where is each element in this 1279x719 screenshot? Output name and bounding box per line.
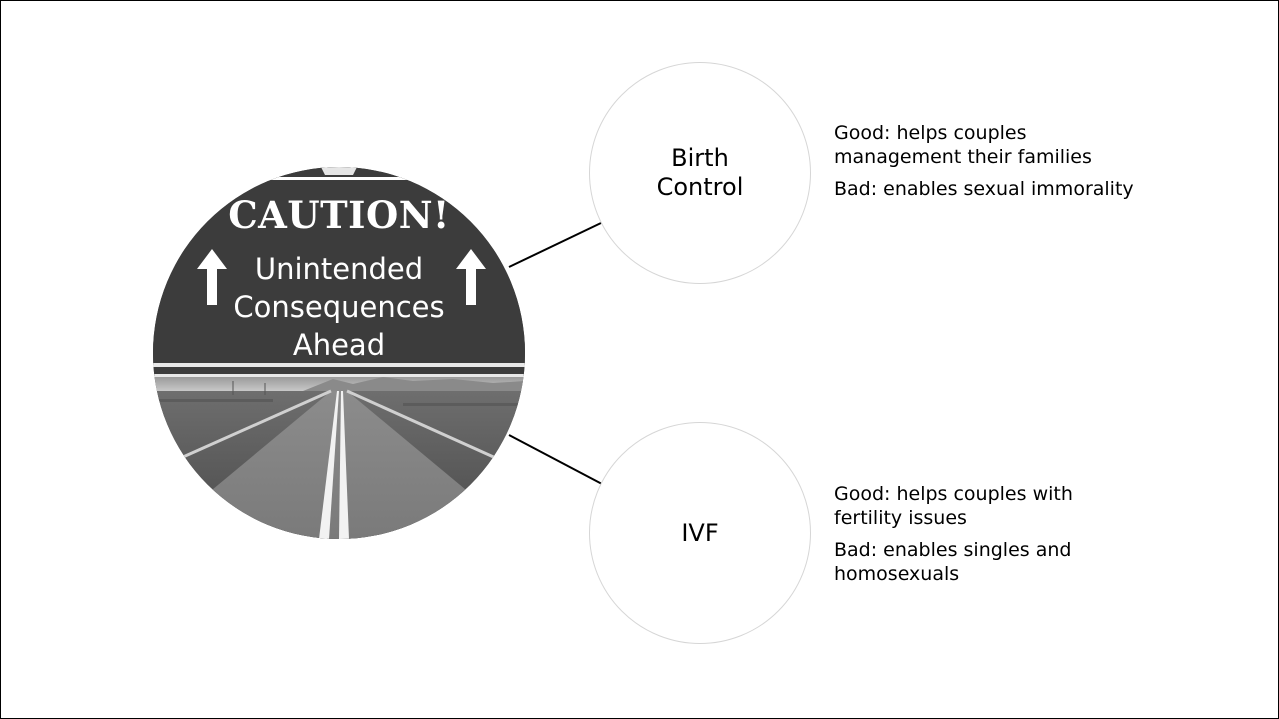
node-birth-control: Birth Control — [589, 62, 811, 284]
sign-line-1: Unintended — [254, 252, 424, 286]
caution-sign-image: CAUTION! Unintended Consequences Ahead — [153, 167, 525, 539]
sign-line-2: Consequences — [233, 290, 445, 324]
ivf-description: Good: helps couples with fertility issue… — [834, 482, 1134, 594]
birth-control-description: Good: helps couples management their fam… — [834, 121, 1134, 209]
connector-ivf — [508, 434, 603, 485]
arrow-up-icon — [456, 249, 486, 305]
connector-birth-control — [508, 222, 602, 268]
arrow-up-icon — [197, 249, 227, 305]
node-label: Birth Control — [656, 144, 744, 201]
sign-title: CAUTION! — [228, 193, 450, 237]
sign-line-3: Ahead — [292, 328, 386, 362]
good-point: Good: helps couples with fertility issue… — [834, 483, 1073, 529]
node-ivf: IVF — [589, 422, 811, 644]
node-label: IVF — [681, 518, 719, 547]
good-point: Good: helps couples management their fam… — [834, 122, 1092, 168]
bad-point: Bad: enables sexual immorality — [834, 178, 1134, 200]
bad-point: Bad: enables singles and homosexuals — [834, 539, 1072, 585]
